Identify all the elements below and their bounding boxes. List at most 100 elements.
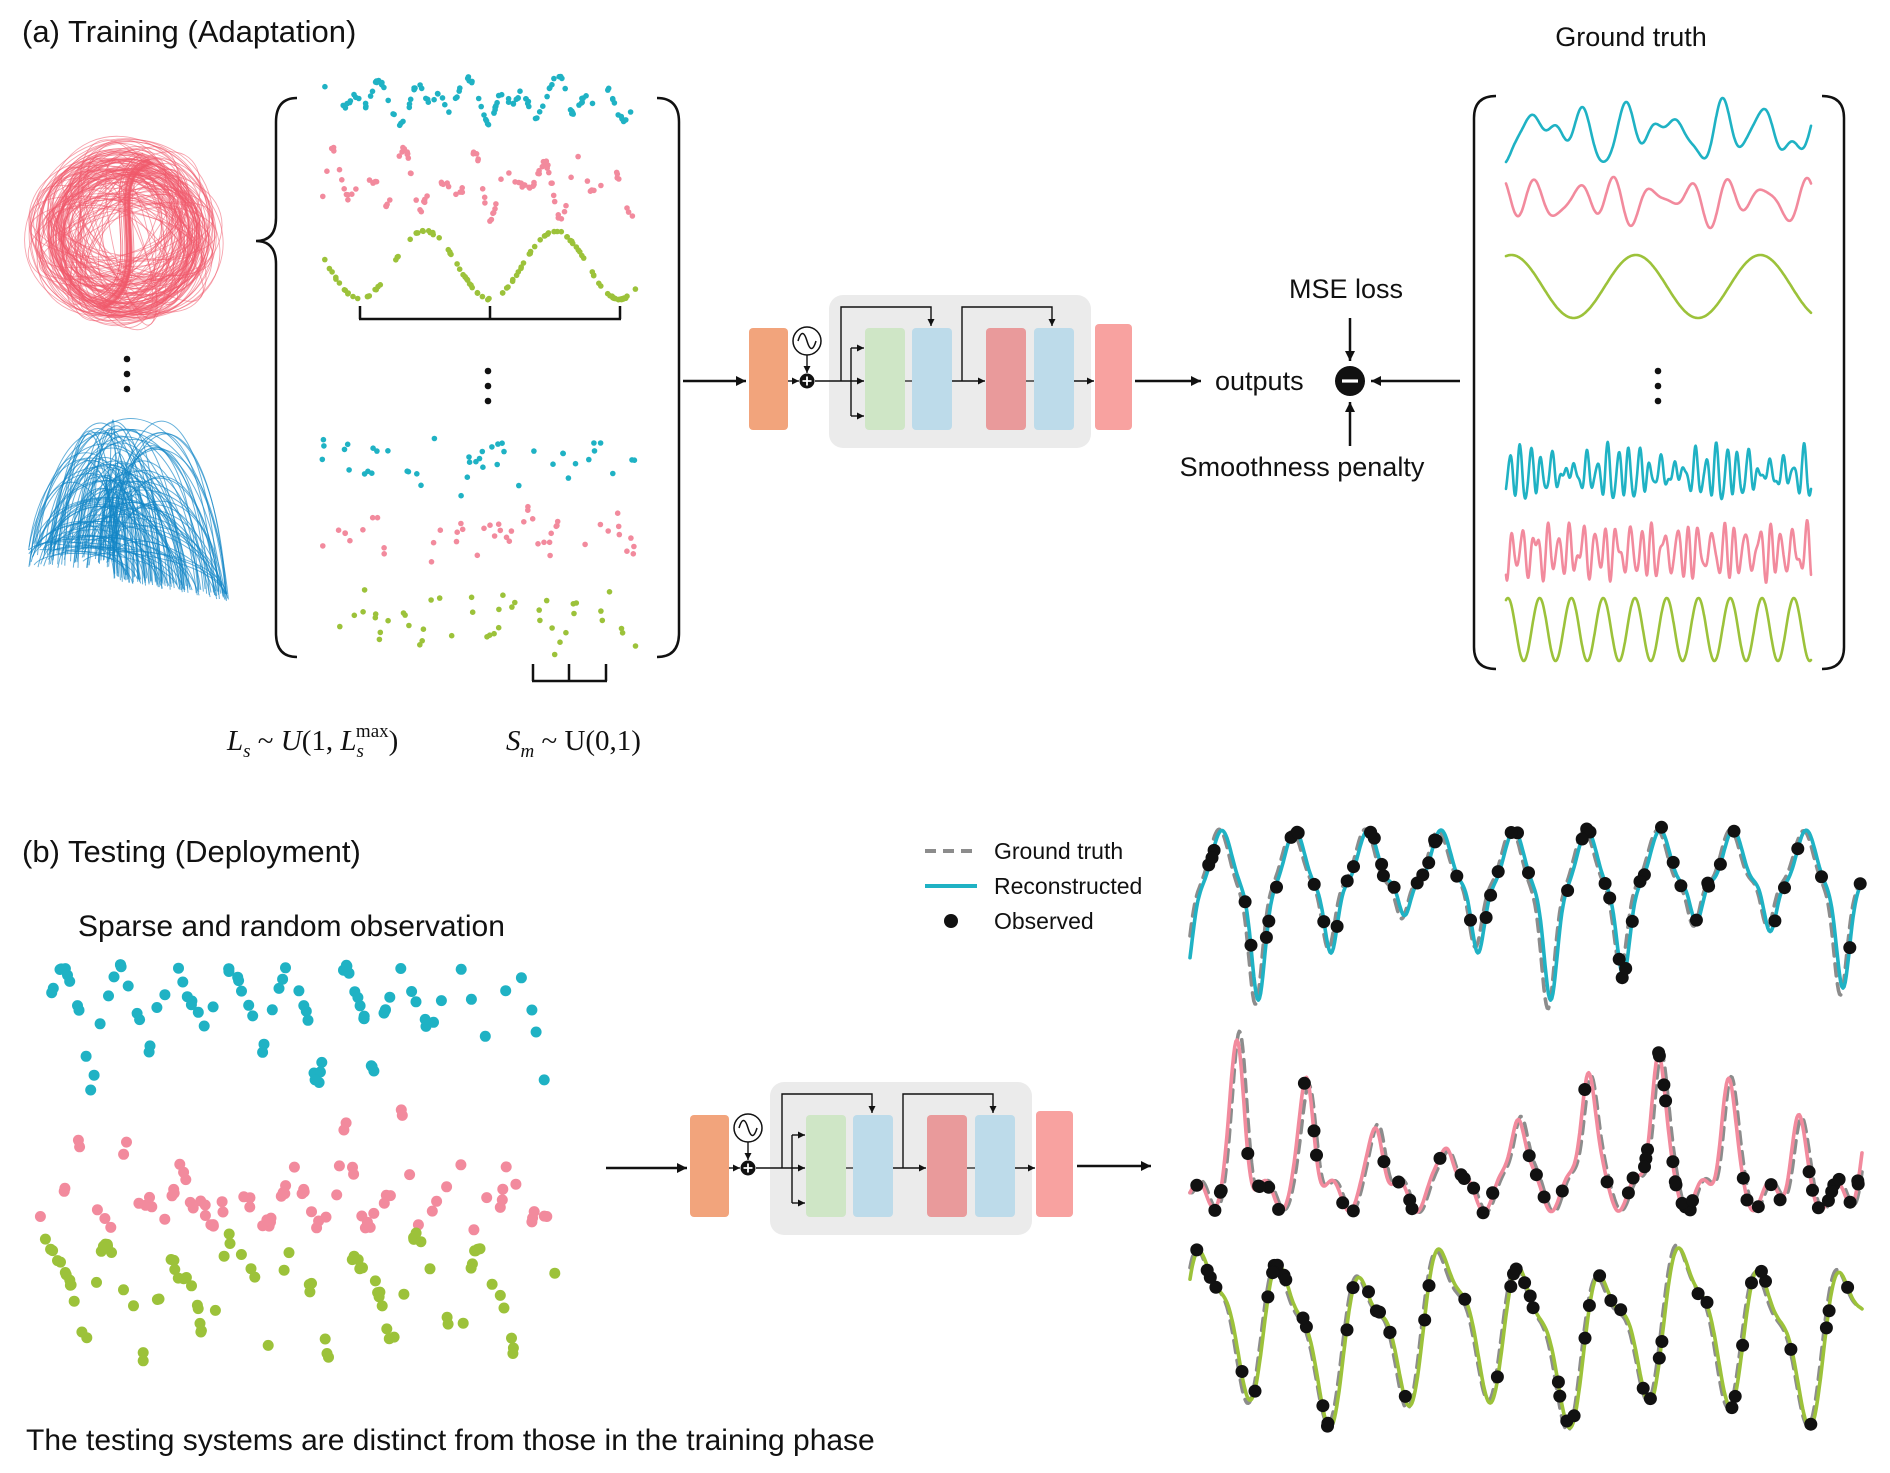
observation-dot	[475, 95, 482, 102]
observation-dot	[491, 630, 497, 637]
observation-dot	[326, 265, 333, 272]
observation-dot	[618, 296, 625, 303]
observation-dot	[404, 468, 411, 475]
observed-point	[1582, 1299, 1596, 1312]
observation-dot	[454, 261, 460, 267]
observation-dot	[192, 1303, 204, 1315]
observed-point	[1815, 870, 1828, 884]
observation-dot	[410, 1227, 422, 1239]
legend-ground-truth-label: Ground truth	[994, 838, 1123, 864]
observation-dot	[494, 99, 500, 106]
observation-dot	[209, 1304, 221, 1316]
observation-dot	[498, 91, 505, 98]
observation-dot	[551, 198, 558, 205]
observation-dot	[245, 1263, 257, 1275]
decoder-block	[1036, 1111, 1073, 1217]
observation-dot	[485, 121, 492, 128]
observed-point	[1784, 1342, 1798, 1356]
observation-dot	[495, 521, 502, 527]
observed-point	[1279, 1273, 1293, 1287]
observation-dot	[479, 1030, 491, 1042]
formula-symbol: L	[226, 725, 243, 757]
observed-point	[1398, 1389, 1412, 1403]
observed-point	[1340, 1323, 1354, 1337]
observation-dot	[414, 471, 420, 477]
residual-block-red	[986, 328, 1026, 430]
observation-dot	[510, 101, 517, 107]
attractor-orbit	[87, 157, 154, 314]
attractor-orbit	[47, 551, 134, 584]
vertical-ellipsis-icon	[123, 355, 131, 393]
observed-point	[1580, 822, 1594, 836]
observed-point	[1387, 880, 1401, 894]
observation-dot	[372, 286, 378, 293]
observation-dot	[517, 88, 523, 94]
sine-wave-glyph	[738, 1119, 758, 1137]
observation-dot	[199, 1210, 211, 1221]
observed-point	[1666, 1155, 1680, 1169]
observation-dot	[405, 155, 412, 161]
observed-point	[1754, 1264, 1768, 1278]
observation-dot	[454, 94, 460, 100]
observation-dot	[598, 283, 604, 289]
observation-dot	[341, 287, 348, 293]
observed-point	[1208, 1203, 1222, 1217]
observation-dot	[479, 448, 486, 455]
observation-dot	[419, 227, 426, 234]
observation-dot	[65, 1279, 77, 1291]
observation-dot	[487, 522, 493, 528]
observed-point	[1736, 1171, 1750, 1185]
observation-dot	[551, 651, 558, 658]
observation-dot	[543, 158, 550, 164]
observed-point	[1621, 1186, 1635, 1200]
panel-a-title: (a) Training (Adaptation)	[22, 14, 356, 49]
observation-dot	[488, 216, 495, 223]
attractor-orbit	[52, 546, 227, 596]
observation-dot	[546, 169, 552, 176]
observation-dot	[319, 456, 326, 463]
attractor-orbit	[56, 436, 204, 592]
observed-point	[1317, 915, 1331, 929]
observation-dot	[387, 197, 393, 203]
observation-dot	[631, 457, 638, 464]
observed-point	[1832, 1172, 1846, 1186]
observed-point	[1190, 1178, 1204, 1192]
observation-dot	[548, 530, 554, 537]
observed-point	[1336, 1196, 1350, 1210]
observed-point	[1347, 860, 1360, 874]
observed-point	[1851, 1174, 1865, 1188]
observation-dot	[144, 1191, 155, 1203]
observation-dot	[370, 445, 376, 452]
segment-length-bracket	[531, 664, 608, 683]
attractor-orbit	[103, 547, 125, 580]
observed-point	[1433, 1151, 1447, 1165]
attractor-orbit	[99, 159, 151, 306]
observation-dot	[395, 963, 407, 974]
observation-dot	[479, 186, 486, 192]
observed-point	[1668, 1175, 1682, 1189]
observation-dot	[324, 168, 330, 174]
legend-reconstructed-label: Reconstructed	[994, 873, 1142, 899]
observation-dot	[455, 1159, 467, 1171]
observation-dot	[187, 1202, 199, 1214]
observation-dot	[495, 441, 501, 447]
attractor-orbit	[101, 161, 153, 308]
observation-dot	[91, 1276, 102, 1288]
observation-caption: Sparse and random observation	[78, 910, 505, 943]
observed-point	[1822, 1304, 1836, 1318]
panel-b-title: (b) Testing (Deployment)	[22, 834, 361, 869]
observation-dot	[121, 1136, 132, 1148]
observation-dot	[105, 1221, 117, 1233]
observation-dot	[336, 280, 343, 286]
observed-point	[1725, 1401, 1739, 1415]
attractor-orbit	[49, 429, 229, 600]
legend-observed-swatch	[944, 914, 958, 928]
observation-dot	[177, 976, 189, 988]
observation-dot	[341, 960, 353, 972]
observation-dot	[444, 180, 451, 186]
observation-dot	[582, 541, 588, 548]
observation-dot	[298, 1000, 310, 1012]
observation-dot	[428, 597, 434, 603]
observation-dot	[74, 1141, 86, 1153]
attractor-orbit	[28, 138, 209, 316]
